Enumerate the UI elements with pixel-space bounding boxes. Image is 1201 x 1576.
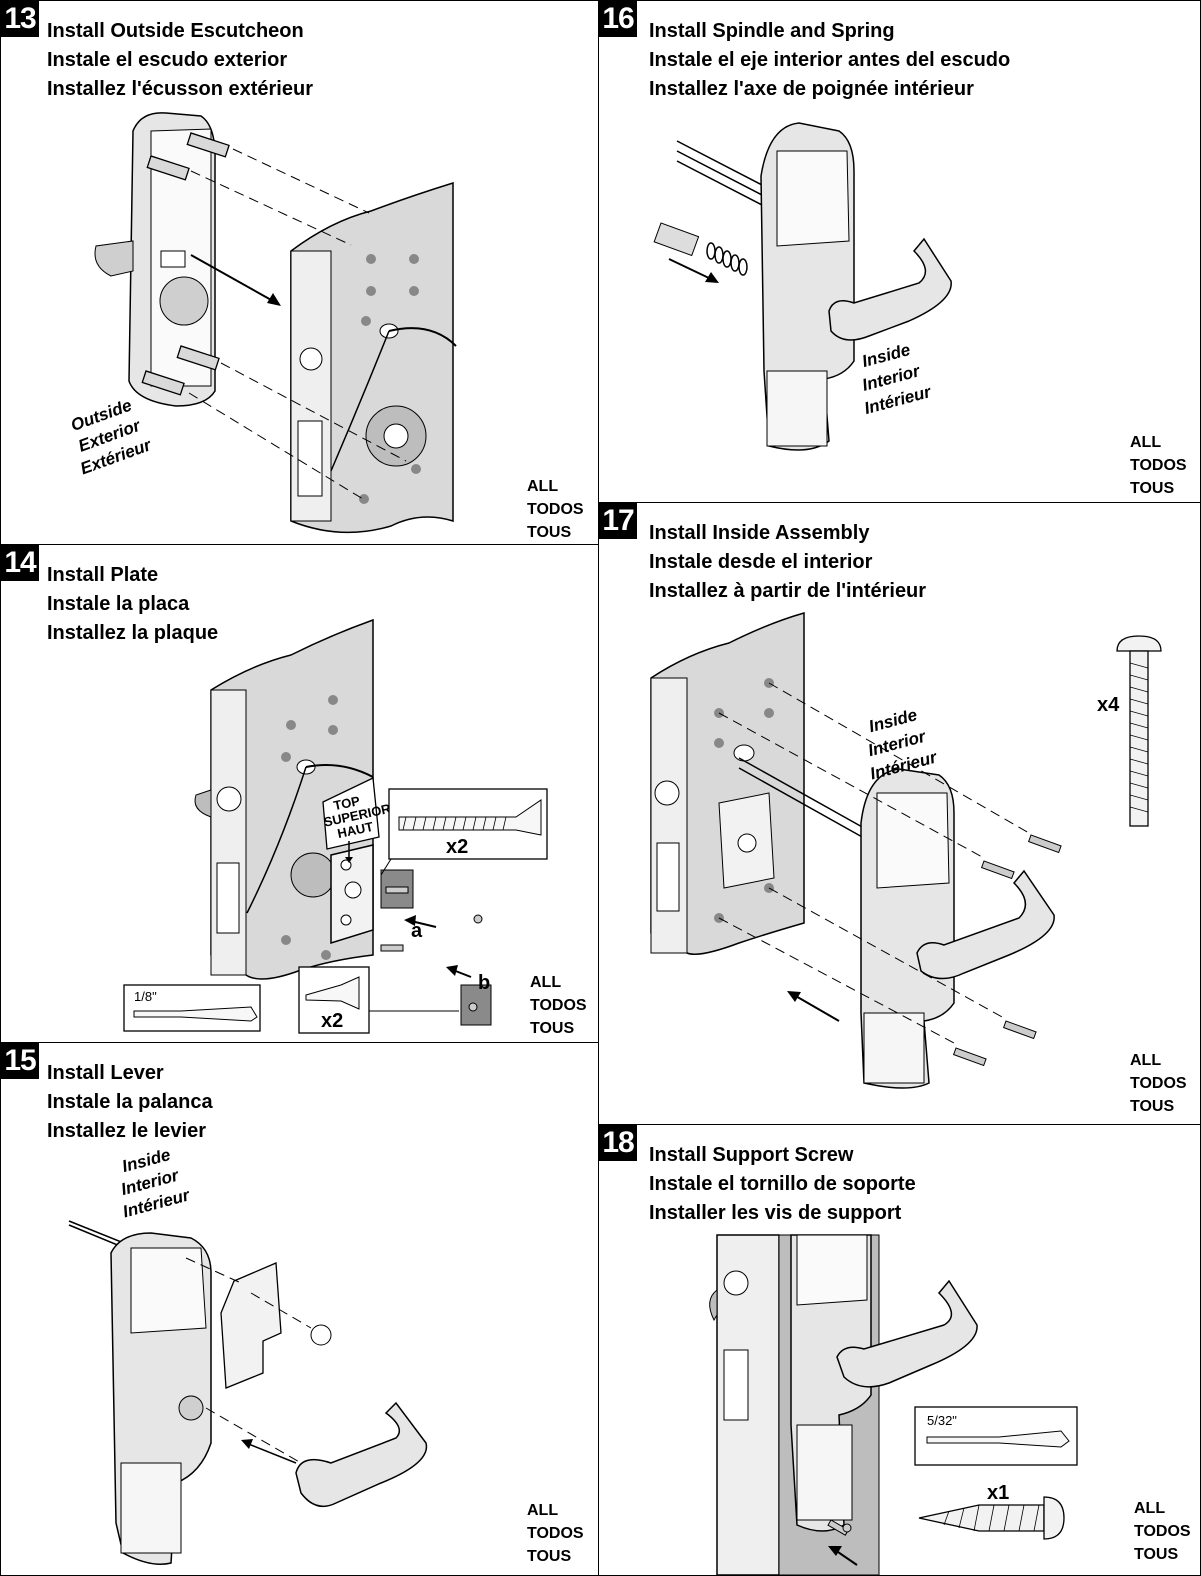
step-14-drill-size: 1/8": [134, 989, 157, 1004]
region-tous: TOUS: [1130, 480, 1175, 497]
step-17-panel: x4 Inside Interior Intérieur 17 Install …: [598, 502, 1201, 1126]
step-13-title-es: Instale el escudo exterior: [47, 49, 288, 71]
region-all: ALL: [1134, 1500, 1166, 1517]
step-15-title-fr: Installez le levier: [47, 1120, 206, 1142]
region-all: ALL: [530, 974, 562, 991]
step-18-drill-size: 5/32": [927, 1413, 957, 1428]
step-15-title-es: Instale la palanca: [47, 1091, 213, 1113]
step-13-region-label: ALL TODOS TOUS: [527, 475, 584, 544]
step-16-region-label: ALL TODOS TOUS: [1130, 431, 1187, 500]
step-13-illustration: Outside Exterior Extérieur: [68, 112, 457, 534]
step-14-illustration: TOP SUPERIOR HAUT a b x2 x2 1/8": [123, 618, 548, 1034]
region-todos: TODOS: [1134, 1523, 1191, 1540]
step-15-number: 15: [1, 1043, 39, 1079]
step-17-title-fr: Installez à partir de l'intérieur: [649, 580, 927, 602]
step-14-panel: TOP SUPERIOR HAUT a b x2 x2 1/8" 14: [0, 544, 600, 1044]
step-18-region-label: ALL TODOS TOUS: [1134, 1497, 1191, 1566]
region-todos: TODOS: [1130, 1075, 1187, 1092]
step-14-title-fr: Installez la plaque: [47, 622, 219, 644]
region-todos: TODOS: [527, 501, 584, 518]
step-13-number: 13: [1, 1, 39, 37]
region-tous: TOUS: [1130, 1098, 1175, 1115]
step-14-screw-count-b: x2: [321, 1010, 343, 1032]
step-17-title-en: Install Inside Assembly: [649, 522, 870, 544]
step-17-title-es: Instale desde el interior: [649, 551, 873, 573]
region-tous: TOUS: [527, 524, 572, 541]
step-17-screw-count: x4: [1097, 694, 1120, 716]
step-16-number: 16: [599, 1, 637, 37]
step-17-illustration: x4 Inside Interior Intérieur: [650, 612, 1162, 1089]
region-all: ALL: [1130, 434, 1162, 451]
region-tous: TOUS: [1134, 1546, 1179, 1563]
step-14-screw-count-a: x2: [446, 836, 468, 858]
step-16-illustration: Inside Interior Intérieur: [653, 122, 952, 451]
step-16-title-en: Install Spindle and Spring: [649, 20, 895, 42]
step-18-title-en: Install Support Screw: [649, 1144, 854, 1166]
step-16-title-fr: Installez l'axe de poignée intérieur: [649, 78, 974, 100]
step-17-region-label: ALL TODOS TOUS: [1130, 1049, 1187, 1118]
step-16-title-es: Instale el eje interior antes del escudo: [649, 49, 1011, 71]
step-14-region-label: ALL TODOS TOUS: [530, 971, 587, 1040]
step-18-illustration: 5/32" x1: [709, 1234, 1078, 1575]
step-14-callout-b: b: [478, 972, 490, 994]
step-14-haut-label: HAUT: [336, 819, 374, 841]
region-all: ALL: [527, 478, 559, 495]
step-14-title-es: Instale la placa: [47, 593, 190, 615]
step-14-number: 14: [1, 545, 39, 581]
step-17-number: 17: [599, 503, 637, 539]
step-18-screw-count: x1: [987, 1482, 1009, 1504]
step-15-illustration: Inside Interior Intérieur: [68, 1145, 428, 1565]
step-18-title-es: Instale el tornillo de soporte: [649, 1173, 916, 1195]
step-13-panel: Outside Exterior Extérieur 13 Install Ou…: [0, 0, 600, 546]
step-14-title-en: Install Plate: [47, 564, 159, 586]
step-15-title-en: Install Lever: [47, 1062, 164, 1084]
region-todos: TODOS: [527, 1525, 584, 1542]
region-all: ALL: [527, 1502, 559, 1519]
region-tous: TOUS: [530, 1020, 575, 1037]
step-16-panel: Inside Interior Intérieur 16 Install Spi…: [598, 0, 1201, 504]
region-todos: TODOS: [530, 997, 587, 1014]
region-all: ALL: [1130, 1052, 1162, 1069]
step-18-panel: 5/32" x1 18 Install Support Screw Instal…: [598, 1124, 1201, 1576]
step-15-panel: Inside Interior Intérieur 15 Install Lev…: [0, 1042, 600, 1576]
step-13-title-en: Install Outside Escutcheon: [47, 20, 304, 42]
step-14-callout-a: a: [411, 920, 423, 942]
step-13-title-fr: Installez l'écusson extérieur: [47, 78, 313, 100]
step-18-number: 18: [599, 1125, 637, 1161]
step-14-top-label: TOP: [332, 793, 361, 813]
region-todos: TODOS: [1130, 457, 1187, 474]
step-18-title-fr: Installer les vis de support: [649, 1202, 902, 1224]
region-tous: TOUS: [527, 1548, 572, 1565]
step-15-region-label: ALL TODOS TOUS: [527, 1499, 584, 1568]
